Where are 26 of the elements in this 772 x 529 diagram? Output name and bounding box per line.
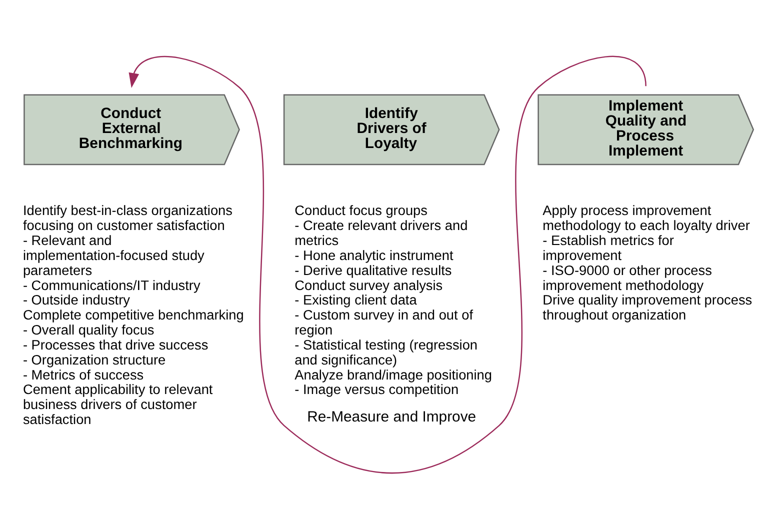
node-label: - Derive qualitative results: [294, 262, 452, 278]
node-label: - Processes that drive success: [22, 337, 208, 352]
node-label: - Relevant and implementation-focused study parameters: [22, 233, 204, 278]
node-label: - Statistical testing (regression and significance): [294, 337, 478, 368]
node-label: Identify best-in-class organizations focusing on customer satisfaction: [22, 203, 232, 234]
node-label: - Organization structure: [22, 352, 166, 368]
node-label: Conduct focus groups: [294, 203, 428, 218]
node-label: Complete competitive benchmarking: [22, 308, 244, 323]
node-label: Analyze brand/image positioning: [294, 367, 492, 382]
node-label: - Custom survey in and out of region: [294, 308, 473, 338]
node-label: Conduct survey analysis: [294, 278, 443, 293]
node-label: Apply process improvement methodology to each loyalty driver: [542, 203, 750, 234]
node-label: - Overall quality focus: [22, 322, 154, 338]
node-label: - Hone analytic instrument: [294, 248, 454, 263]
edge-label: Re-Measure and Improve: [307, 409, 476, 426]
node-label: Cement applicability to relevant business drivers of customer satisfaction: [22, 382, 213, 428]
node-label: - Image versus competition: [294, 382, 459, 398]
arrow: [128, 56, 646, 474]
node-label: - Communications/IT industry: [22, 278, 200, 293]
node-label: - Existing client data: [294, 292, 417, 308]
node-label: - Establish metrics for improvement: [542, 233, 674, 263]
node-label: - ISO-9000 or other process improvement methodology: [542, 262, 712, 293]
node-label: - Create relevant drivers and metrics: [294, 218, 468, 248]
node-label: - Outside industry: [22, 292, 130, 308]
node-label: - Metrics of success: [22, 367, 144, 382]
node-label: Drive quality improvement process throughout organization: [542, 292, 752, 323]
